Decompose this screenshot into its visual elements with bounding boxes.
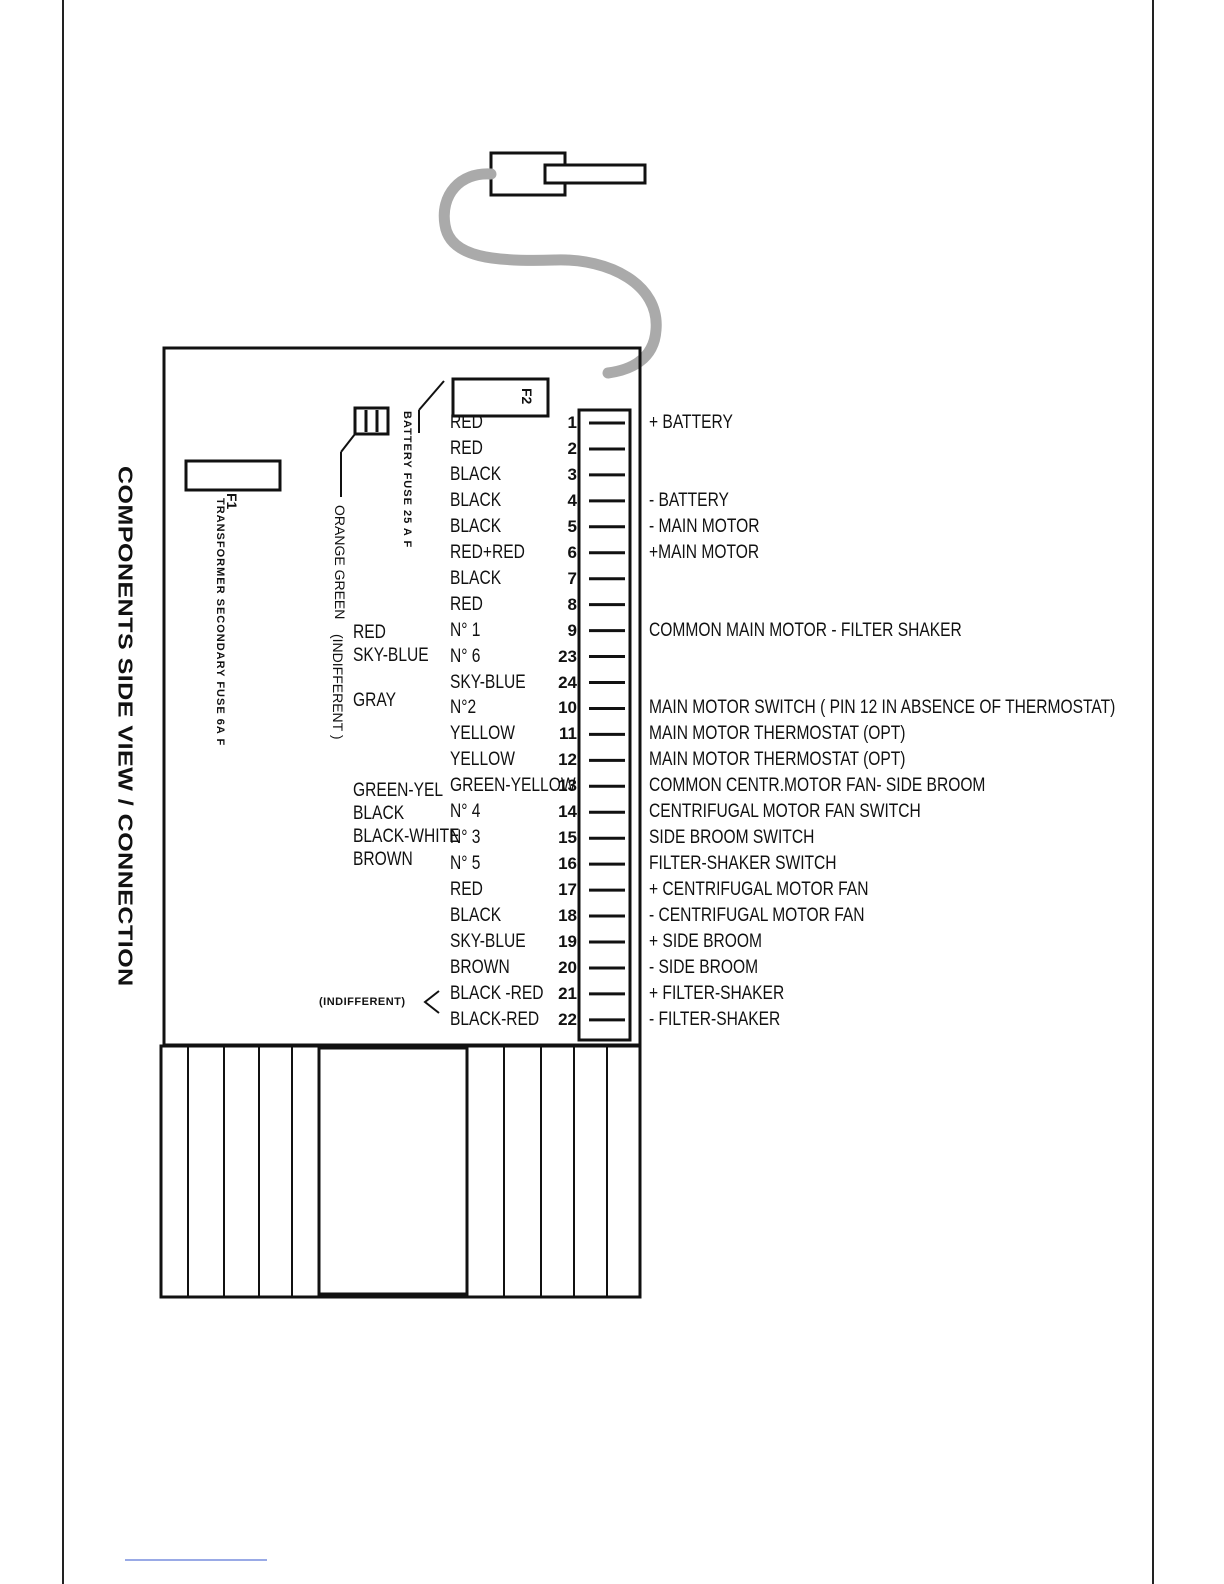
terminal-function: MAIN MOTOR THERMOSTAT (OPT) <box>649 723 906 745</box>
terminal-pin-number: 23 <box>558 646 577 666</box>
terminal-function: - MAIN MOTOR <box>649 515 760 537</box>
terminal-function: + SIDE BROOM <box>649 931 762 952</box>
terminal-pin-number: 19 <box>558 932 577 951</box>
terminal-function: - FILTER-SHAKER <box>649 1008 781 1030</box>
terminal-wire-color: BLACK <box>450 905 502 927</box>
terminal-function: + BATTERY <box>649 412 733 433</box>
terminal-function: FILTER-SHAKER SWITCH <box>649 853 837 875</box>
f1-fuse <box>184 459 282 492</box>
orange-green-label: ORANGE GREEN <box>332 505 348 620</box>
left-wire-brown: BROWN <box>353 849 413 870</box>
indifferent-bracket <box>423 990 440 1014</box>
terminal-function: +MAIN MOTOR <box>649 541 760 563</box>
terminal-pin-number: 20 <box>558 957 577 977</box>
terminal-wire-color: N° 1 <box>450 619 481 641</box>
terminal-pin-number: 22 <box>558 1009 577 1029</box>
terminal-pin-number: 13 <box>558 776 577 796</box>
orange-green-connector <box>353 406 390 436</box>
terminal-pin-number: 12 <box>558 750 577 770</box>
terminal-pin-number: 10 <box>558 698 577 718</box>
base-block <box>159 1044 642 1299</box>
terminal-function: - SIDE BROOM <box>649 956 759 978</box>
terminal-pin-number: 3 <box>567 464 577 484</box>
terminal-pin-number: 15 <box>558 828 577 848</box>
terminal-function: - CENTRIFUGAL MOTOR FAN <box>649 905 865 927</box>
battery-fuse-label: BATTERY FUSE 25 A F <box>401 411 413 549</box>
terminal-block <box>577 408 632 1042</box>
terminal-wire-color: BLACK <box>450 515 502 537</box>
terminal-wire-color: BLACK-RED <box>450 1008 540 1030</box>
connector-cable <box>438 168 662 379</box>
terminal-bars <box>589 421 625 1022</box>
terminal-wire-color: YELLOW <box>450 749 515 771</box>
terminal-pin-number: 14 <box>558 802 577 822</box>
terminal-wire-color: N° 6 <box>450 645 481 667</box>
battery-fuse-leader <box>418 380 445 411</box>
terminal-wire-color: N° 3 <box>450 827 481 849</box>
terminal-wire-color: BLACK <box>450 463 502 485</box>
indifferent-vertical-label: (INDIFFERENT ) <box>330 634 346 740</box>
base-fins <box>187 1046 608 1297</box>
terminal-function: CENTRIFUGAL MOTOR FAN SWITCH <box>649 801 921 823</box>
terminal-wire-color: BROWN <box>450 956 510 978</box>
left-wire-gray: GRAY <box>353 690 396 711</box>
terminal-wire-color: RED <box>450 412 483 433</box>
terminal-pin-number: 11 <box>559 724 577 744</box>
terminal-wire-color: GREEN-YELLOW <box>450 775 576 797</box>
left-wire-black-white: BLACK-WHITE <box>353 826 460 847</box>
terminal-pin-number: 4 <box>567 490 577 510</box>
terminal-function: COMMON MAIN MOTOR - FILTER SHAKER <box>649 619 962 641</box>
terminal-wire-color: BLACK <box>450 489 502 511</box>
terminal-wire-color: BLACK <box>450 567 502 589</box>
indifferent-label: (INDIFFERENT) <box>319 996 406 1008</box>
terminal-wire-color: SKY-BLUE <box>450 931 526 952</box>
terminal-wire-color: SKY-BLUE <box>450 671 526 693</box>
left-wire-red: RED <box>353 622 386 643</box>
left-wire-green-yel: GREEN-YEL <box>353 780 444 801</box>
terminal-wire-color: RED+RED <box>450 541 525 563</box>
terminal-wire-color: N° 4 <box>450 801 481 823</box>
terminal-pin-number: 7 <box>567 568 577 588</box>
f2-fuse <box>451 377 550 418</box>
f2-tag: F2 <box>519 388 535 405</box>
terminal-pin-number: 6 <box>567 542 577 562</box>
terminal-function: COMMON CENTR.MOTOR FAN- SIDE BROOM <box>649 775 986 797</box>
terminal-pin-number: 9 <box>567 620 577 640</box>
terminal-pin-number: 18 <box>558 906 577 926</box>
terminal-wire-color: RED <box>450 437 483 459</box>
terminal-wire-color: N° 5 <box>450 853 481 875</box>
orange-green-leader <box>340 433 356 453</box>
terminal-pin-number: 8 <box>567 594 577 614</box>
terminal-pin-number: 24 <box>558 672 577 692</box>
terminal-pin-number: 21 <box>558 983 577 1003</box>
terminal-function: MAIN MOTOR SWITCH ( PIN 12 IN ABSENCE OF… <box>649 697 1116 719</box>
terminal-function: + CENTRIFUGAL MOTOR FAN <box>649 879 869 901</box>
terminal-function: SIDE BROOM SWITCH <box>649 827 815 849</box>
terminal-pin-number: 5 <box>567 516 577 536</box>
page-title: COMPONENTS SIDE VIEW / CONNECTION <box>113 466 136 987</box>
terminal-wire-color: RED <box>450 879 483 901</box>
f1-description: TRANSFORMER SECONDARY FUSE 6A F <box>214 498 226 747</box>
terminal-wire-color: RED <box>450 593 483 615</box>
terminal-pin-number: 1 <box>567 413 577 432</box>
left-wire-black: BLACK <box>353 803 405 824</box>
terminal-wire-color: YELLOW <box>450 723 515 745</box>
page-frame <box>62 0 1154 1584</box>
connector-plug-pin <box>543 163 647 185</box>
terminal-pin-number: 17 <box>558 880 577 900</box>
terminal-pin-number: 2 <box>567 438 577 458</box>
terminal-function: + FILTER-SHAKER <box>649 982 785 1004</box>
terminal-function: - BATTERY <box>649 489 729 511</box>
terminal-wire-color: N°2 <box>450 697 477 719</box>
base-center-panel <box>317 1046 469 1296</box>
f1-tag: F1 <box>224 493 240 510</box>
terminal-wire-color: BLACK -RED <box>450 982 544 1004</box>
terminal-function: MAIN MOTOR THERMOSTAT (OPT) <box>649 749 906 771</box>
left-wire-sky-blue: SKY-BLUE <box>353 645 429 666</box>
terminal-pin-number: 16 <box>558 854 577 874</box>
